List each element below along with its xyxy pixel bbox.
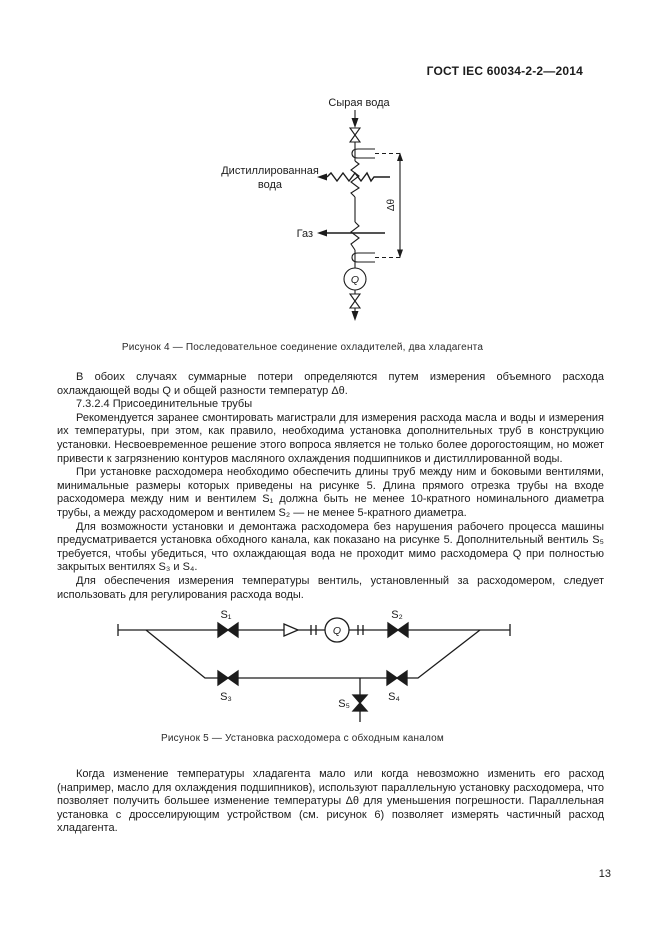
body-text: Когда изменение температуры хладагента м… [57,768,604,836]
valve-s3-label: S₃ [220,691,232,703]
valve-s2-icon [387,621,409,639]
valve-s4-icon [386,669,408,687]
body-text: В обоих случаях суммарные потери определ… [57,371,604,602]
flowmeter-label: Q [333,625,341,637]
paragraph: При установке расходомера необходимо обе… [57,466,604,519]
bypass-line [145,629,481,679]
figure4-caption: Рисунок 4 — Последовательное соединение … [121,342,484,353]
delta-theta-dimension: Δθ [386,152,403,258]
paragraph: Когда изменение температуры хладагента м… [57,768,604,835]
paragraph: Рекомендуется заранее смонтировать магис… [57,411,604,465]
coupling-tick [310,625,364,635]
paragraph: В обоих случаях суммарные потери определ… [57,371,604,397]
thermowell-icon [351,148,375,159]
valve-icon [348,293,362,309]
thermowell-icon [351,252,375,263]
arrow-down-icon [351,118,359,128]
arrow-left-icon [317,173,327,181]
paragraph: Для обеспечения измерения температуры ве… [57,574,604,601]
page-number: 13 [598,868,611,880]
valve-s2-label: S₂ [391,609,403,621]
arrow-left-icon [317,229,327,237]
raw-water-label: Сырая вода [328,97,390,109]
valve-s4-label: S₄ [388,691,400,703]
valve-s1-icon [217,621,239,639]
flow-direction-icon [283,623,300,637]
valve-s5-icon [351,694,369,712]
figure5-diagram: Q S₁ S₂ S₃ S₄ S₅ [117,609,511,722]
section-heading: 7.3.2.4 Присоединительные трубы [76,398,253,411]
figure5-caption: Рисунок 5 — Установка расходомера с обхо… [161,733,444,744]
cooler-coil-vertical [350,160,360,198]
flowmeter-circle [324,617,350,643]
distilled-water-label: Дистиллированная [221,165,319,177]
figure4-diagram: Сырая вода Дистиллированная вода Газ Δθ … [221,97,403,321]
valve-s3-icon [217,669,239,687]
delta-theta-label: Δθ [386,198,397,211]
distilled-water-label: вода [258,179,283,191]
cooler-coil-horizontal [326,171,390,183]
valve-icon [348,127,362,143]
cooler-coil-vertical [350,221,360,251]
valve-s1-label: S₁ [220,609,231,621]
valve-s5-label: S₅ [338,698,350,710]
paragraph: Для возможности установки и демонтажа ра… [57,520,604,574]
flowmeter-label: Q [351,274,359,286]
document-title: ГОСТ IEC 60034-2-2—2014 [426,64,583,78]
arrow-down-icon [351,311,359,321]
gas-label: Газ [297,228,313,240]
